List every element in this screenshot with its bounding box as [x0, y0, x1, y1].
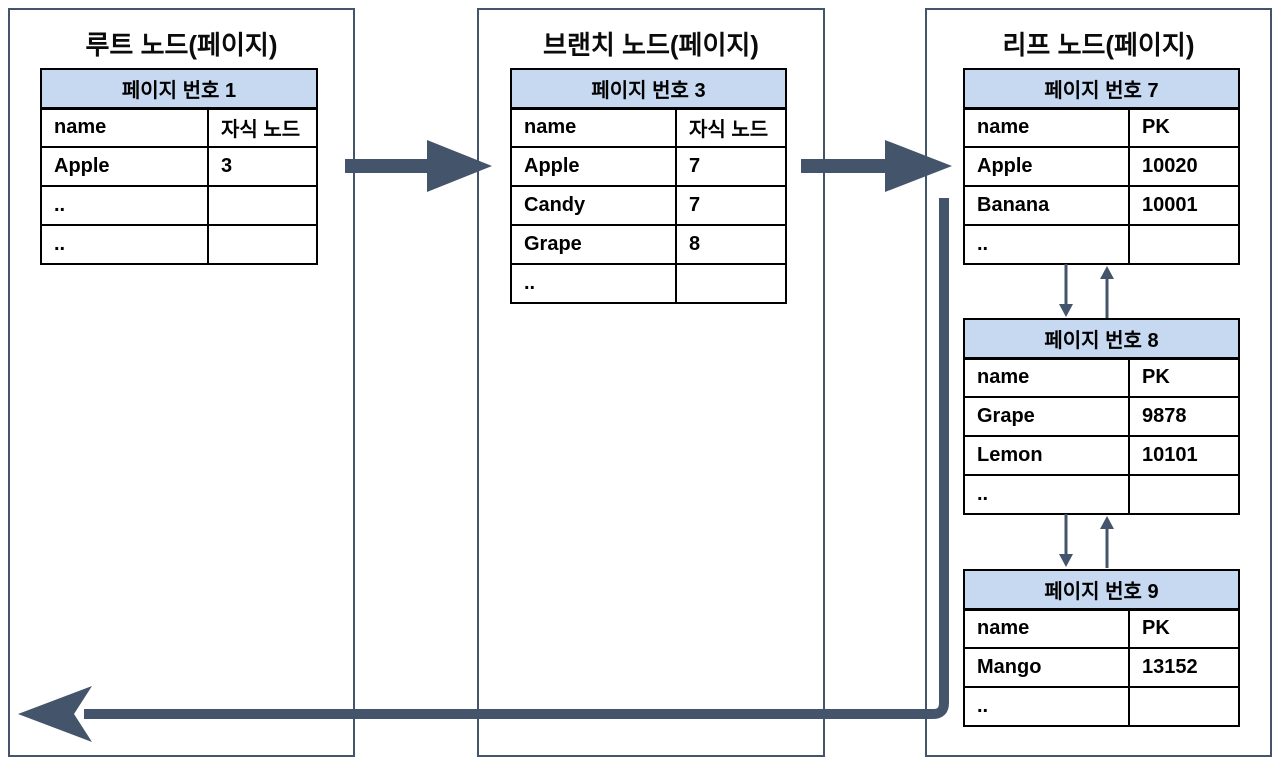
table-page-8: 페이지 번호 8 name PK Grape 9878 Lemon 10101 … [963, 318, 1240, 515]
table-row: .. [963, 224, 1240, 265]
table-row: Apple 10020 [963, 146, 1240, 187]
panel-leaf-title: 리프 노드(페이지) [1002, 30, 1195, 60]
col-header-child-node: 자식 노드 [207, 107, 318, 148]
table-header-row: 페이지 번호 1 [40, 68, 318, 110]
cell-name: .. [963, 224, 1130, 265]
table-row: Apple 3 [40, 146, 318, 187]
column-header-row: name PK [963, 357, 1240, 398]
cell-value: 13152 [1128, 647, 1240, 688]
cell-name: .. [510, 263, 677, 304]
col-header-pk: PK [1128, 608, 1240, 649]
table-row: Apple 7 [510, 146, 787, 187]
table-row: .. [40, 185, 318, 226]
cell-value: 10001 [1128, 185, 1240, 226]
table-row: Banana 10001 [963, 185, 1240, 226]
cell-value [675, 263, 787, 304]
table-header-row: 페이지 번호 3 [510, 68, 787, 110]
col-header-name: name [40, 107, 209, 148]
table-page-7: 페이지 번호 7 name PK Apple 10020 Banana 1000… [963, 68, 1240, 265]
col-header-child-node: 자식 노드 [675, 107, 787, 148]
table-row: .. [963, 474, 1240, 515]
cell-value: 7 [675, 185, 787, 226]
cell-name: .. [40, 185, 209, 226]
col-header-name: name [963, 608, 1130, 649]
col-header-name: name [963, 107, 1130, 148]
cell-value: 8 [675, 224, 787, 265]
table-row: Lemon 10101 [963, 435, 1240, 476]
column-header-row: name 자식 노드 [510, 107, 787, 148]
table-row: Grape 8 [510, 224, 787, 265]
table-page-9: 페이지 번호 9 name PK Mango 13152 .. [963, 569, 1240, 727]
page-1-header: 페이지 번호 1 [40, 68, 318, 110]
table-header-row: 페이지 번호 7 [963, 68, 1240, 110]
cell-value: 10101 [1128, 435, 1240, 476]
column-header-row: name PK [963, 608, 1240, 649]
page-8-header: 페이지 번호 8 [963, 318, 1240, 360]
cell-name: Mango [963, 647, 1130, 688]
cell-name: .. [40, 224, 209, 265]
panel-branch-title: 브랜치 노드(페이지) [543, 30, 759, 60]
cell-name: Grape [963, 396, 1130, 437]
cell-name: Apple [963, 146, 1130, 187]
table-row: .. [40, 224, 318, 265]
table-page-1: 페이지 번호 1 name 자식 노드 Apple 3 .. .. [40, 68, 318, 265]
col-header-pk: PK [1128, 357, 1240, 398]
table-page-3: 페이지 번호 3 name 자식 노드 Apple 7 Candy 7 Grap… [510, 68, 787, 304]
page-3-header: 페이지 번호 3 [510, 68, 787, 110]
cell-value [1128, 686, 1240, 727]
cell-value: 9878 [1128, 396, 1240, 437]
cell-name: Banana [963, 185, 1130, 226]
cell-value [207, 224, 318, 265]
cell-value: 10020 [1128, 146, 1240, 187]
cell-name: Lemon [963, 435, 1130, 476]
cell-name: Candy [510, 185, 677, 226]
table-row: Mango 13152 [963, 647, 1240, 688]
cell-value: 7 [675, 146, 787, 187]
col-header-pk: PK [1128, 107, 1240, 148]
table-header-row: 페이지 번호 8 [963, 318, 1240, 360]
cell-name: .. [963, 474, 1130, 515]
column-header-row: name 자식 노드 [40, 107, 318, 148]
table-row: .. [963, 686, 1240, 727]
arrow-root-to-branch-icon [345, 140, 492, 192]
cell-name: .. [963, 686, 1130, 727]
col-header-name: name [510, 107, 677, 148]
table-header-row: 페이지 번호 9 [963, 569, 1240, 611]
column-header-row: name PK [963, 107, 1240, 148]
cell-name: Grape [510, 224, 677, 265]
cell-value [1128, 474, 1240, 515]
cell-value [207, 185, 318, 226]
page-7-header: 페이지 번호 7 [963, 68, 1240, 110]
cell-value: 3 [207, 146, 318, 187]
cell-value [1128, 224, 1240, 265]
col-header-name: name [963, 357, 1130, 398]
panel-root-title: 루트 노드(페이지) [85, 30, 278, 60]
table-row: .. [510, 263, 787, 304]
table-row: Grape 9878 [963, 396, 1240, 437]
table-row: Candy 7 [510, 185, 787, 226]
cell-name: Apple [510, 146, 677, 187]
page-9-header: 페이지 번호 9 [963, 569, 1240, 611]
cell-name: Apple [40, 146, 209, 187]
